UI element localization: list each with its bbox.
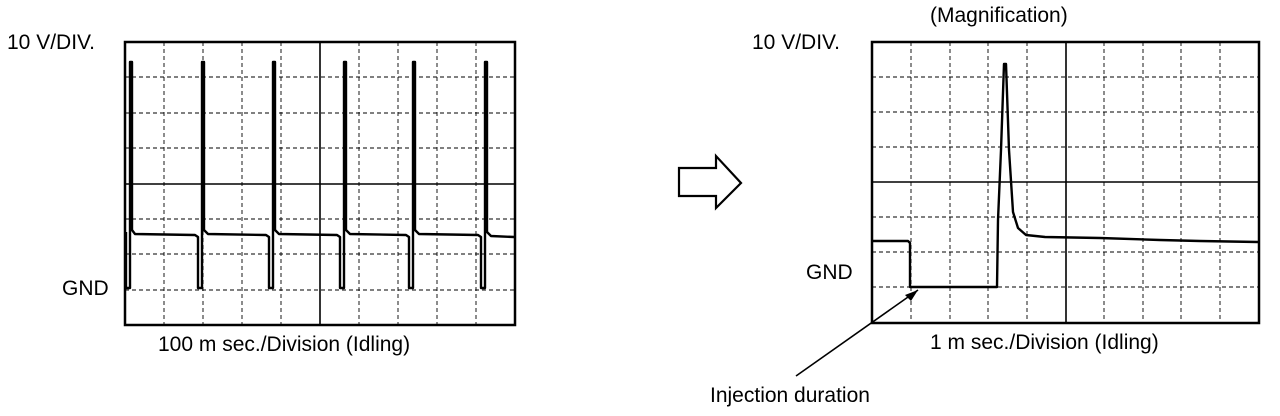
left-y-scale-label: 10 V/DIV.	[7, 31, 95, 54]
right-time-base-label: 1 m sec./Division (Idling)	[930, 331, 1159, 354]
injection-duration-pointer	[795, 289, 919, 377]
right-y-scale-label: 10 V/DIV.	[752, 31, 840, 54]
left-scope-axes	[125, 42, 515, 325]
right-scope-trace	[873, 62, 1259, 289]
injection-duration-label: Injection duration	[710, 384, 870, 407]
left-time-base-label: 100 m sec./Division (Idling)	[158, 333, 411, 356]
right-scope-axes	[872, 42, 1259, 323]
left-scope	[123, 40, 517, 327]
right-gnd-label: GND	[806, 261, 853, 284]
left-scope-trace	[124, 60, 515, 290]
left-gnd-label: GND	[62, 277, 109, 300]
magnification-title: (Magnification)	[930, 4, 1068, 27]
right-arrow-icon	[677, 153, 743, 211]
right-scope	[870, 40, 1261, 325]
pointer-arrowhead	[905, 290, 918, 301]
